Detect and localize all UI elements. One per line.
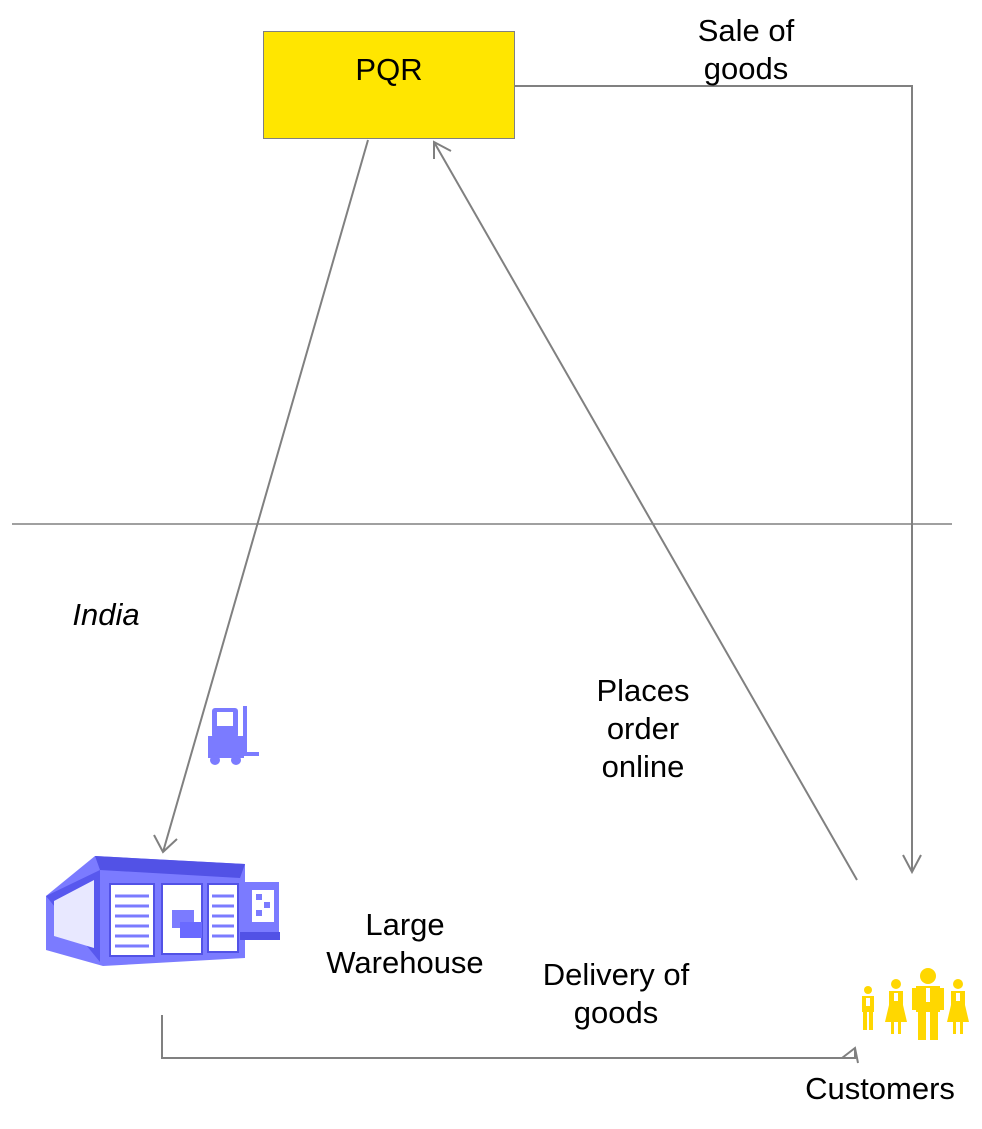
warehouse-icon: [46, 856, 280, 966]
forklift-icon: [208, 706, 259, 765]
edge-label-sale-line1: Sale of: [697, 13, 795, 48]
edge-label-order-line2: order: [606, 711, 680, 746]
region-label: India: [72, 597, 140, 632]
arrow-order-to-pqr: [433, 140, 858, 881]
company-box-label: PQR: [355, 52, 423, 87]
edge-label-sale: Sale of goods: [660, 12, 832, 88]
edge-label-order-line3: online: [601, 749, 685, 784]
warehouse-label-line1: Large: [365, 907, 445, 942]
edge-label-delivery: Delivery of goods: [516, 956, 716, 1032]
arrow-sale-to-customers: [515, 85, 922, 875]
customers-label: Customers: [805, 1071, 955, 1106]
warehouse-label: Large Warehouse: [300, 906, 510, 982]
customers-icon: [862, 968, 969, 1040]
warehouse-label-line2: Warehouse: [326, 945, 484, 980]
company-box-pqr: PQR: [263, 31, 515, 139]
arrow-delivery-to-customers: [161, 1015, 859, 1064]
edge-label-delivery-line1: Delivery of: [542, 957, 690, 992]
edge-label-order: Places order online: [570, 672, 716, 786]
edge-label-sale-line2: goods: [703, 51, 789, 86]
edge-label-order-line1: Places: [596, 673, 690, 708]
edge-label-delivery-line2: goods: [573, 995, 659, 1030]
arrow-pqr-to-warehouse: [153, 139, 369, 854]
